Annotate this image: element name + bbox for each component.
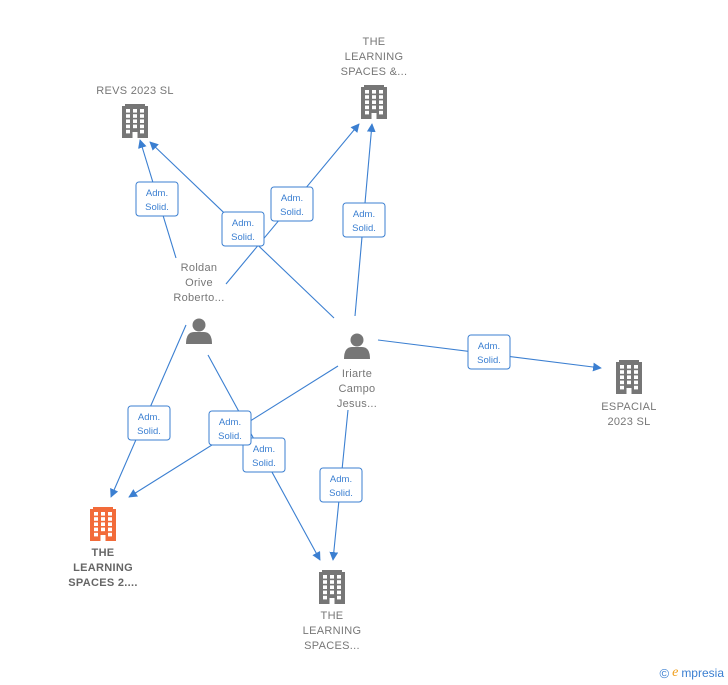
edge-label-border: [270, 186, 314, 222]
edge-label-box[interactable]: Adm. Solid.: [221, 211, 265, 247]
edge-label-box[interactable]: Adm. Solid.: [208, 410, 252, 446]
edge-label-text: Adm.: [253, 444, 275, 455]
edge-label-border: [342, 202, 386, 238]
person-node-iriarte[interactable]: IriarteCampoJesus...: [337, 333, 377, 411]
node-label: REVS 2023 SL: [96, 85, 174, 97]
node-label: THE: [321, 610, 344, 622]
edge-label-text: Solid.: [231, 232, 255, 243]
edge-label-text: Solid.: [137, 426, 161, 437]
edge-label-text: Adm.: [146, 188, 168, 199]
edge-label-box[interactable]: Adm. Solid.: [127, 405, 171, 441]
node-label: Campo: [339, 383, 376, 395]
company-node-tls-2[interactable]: THE LEARNING SPACES 2....: [68, 507, 137, 589]
edge-label-text: Solid.: [329, 488, 353, 499]
edge-label-border: [221, 211, 265, 247]
building-icon: [319, 570, 345, 604]
edge-label-border: [127, 405, 171, 441]
edge-label-text: Adm.: [478, 341, 500, 352]
company-node-espacial[interactable]: ESPACIAL 2023 SL: [601, 360, 656, 428]
edge-label-box[interactable]: Adm. Solid.: [319, 467, 363, 503]
node-label: Orive: [185, 277, 213, 289]
edge-label-text: Solid.: [280, 207, 304, 218]
node-label: 2023 SL: [607, 416, 650, 428]
building-icon: [361, 85, 387, 119]
node-label: ESPACIAL: [601, 401, 656, 413]
node-label: Jesus...: [337, 398, 377, 410]
node-label: LEARNING: [345, 51, 404, 63]
edge-label-box[interactable]: Adm. Solid.: [342, 202, 386, 238]
node-label: Iriarte: [342, 368, 372, 380]
edge-label-border: [208, 410, 252, 446]
person-icon: [344, 333, 370, 359]
edge-label-text: Adm.: [232, 218, 254, 229]
node-label: THE: [92, 547, 115, 559]
edge-label-text: Solid.: [352, 223, 376, 234]
brand-logo-initial: e: [672, 665, 679, 680]
edge-label-box[interactable]: Adm. Solid.: [135, 181, 179, 217]
company-node-tls-dots[interactable]: THE LEARNING SPACES...: [303, 570, 362, 652]
edge-label-border: [135, 181, 179, 217]
person-node-roldan[interactable]: RoldanOriveRoberto...: [173, 262, 224, 344]
edge-labels-layer: Adm. Solid. Adm. Solid. Adm. Solid. Adm. Solid.…: [127, 181, 511, 503]
node-label: SPACES 2....: [68, 577, 137, 589]
edge-label-box[interactable]: Adm. Solid.: [270, 186, 314, 222]
copyright-icon: ©: [659, 665, 670, 681]
node-label: SPACES...: [304, 640, 360, 652]
node-label: SPACES &...: [341, 66, 408, 78]
person-icon: [186, 318, 212, 344]
edge-label-border: [242, 437, 286, 473]
company-node-revs[interactable]: REVS 2023 SL: [96, 85, 174, 138]
building-icon: [90, 507, 116, 541]
building-icon: [122, 104, 148, 138]
node-label: Roldan: [181, 262, 218, 274]
building-icon: [616, 360, 642, 394]
edge-label-text: Adm.: [138, 412, 160, 423]
edge-label-border: [319, 467, 363, 503]
brand-logo-text: mpresia: [681, 666, 724, 680]
company-node-tls-and[interactable]: THE LEARNING SPACES &...: [341, 36, 408, 119]
edge-label-text: Adm.: [219, 417, 241, 428]
edge-label-text: Solid.: [218, 431, 242, 442]
edge-label-text: Solid.: [145, 202, 169, 213]
edge-label-box[interactable]: Adm. Solid.: [242, 437, 286, 473]
edge-label-text: Adm.: [353, 209, 375, 220]
edge-label-border: [467, 334, 511, 370]
node-label: LEARNING: [303, 625, 362, 637]
edge-label-text: Solid.: [252, 458, 276, 469]
edge-label-text: Adm.: [281, 193, 303, 204]
nodes-layer: REVS 2023 SL THE LEARNING SPACES &... ESPACI…: [68, 36, 656, 652]
edge-label-text: Solid.: [477, 355, 501, 366]
edge-label-box[interactable]: Adm. Solid.: [467, 334, 511, 370]
node-label: Roberto...: [173, 292, 224, 304]
node-label: THE: [363, 36, 386, 48]
edge-label-text: Adm.: [330, 474, 352, 485]
node-label: LEARNING: [73, 562, 133, 574]
